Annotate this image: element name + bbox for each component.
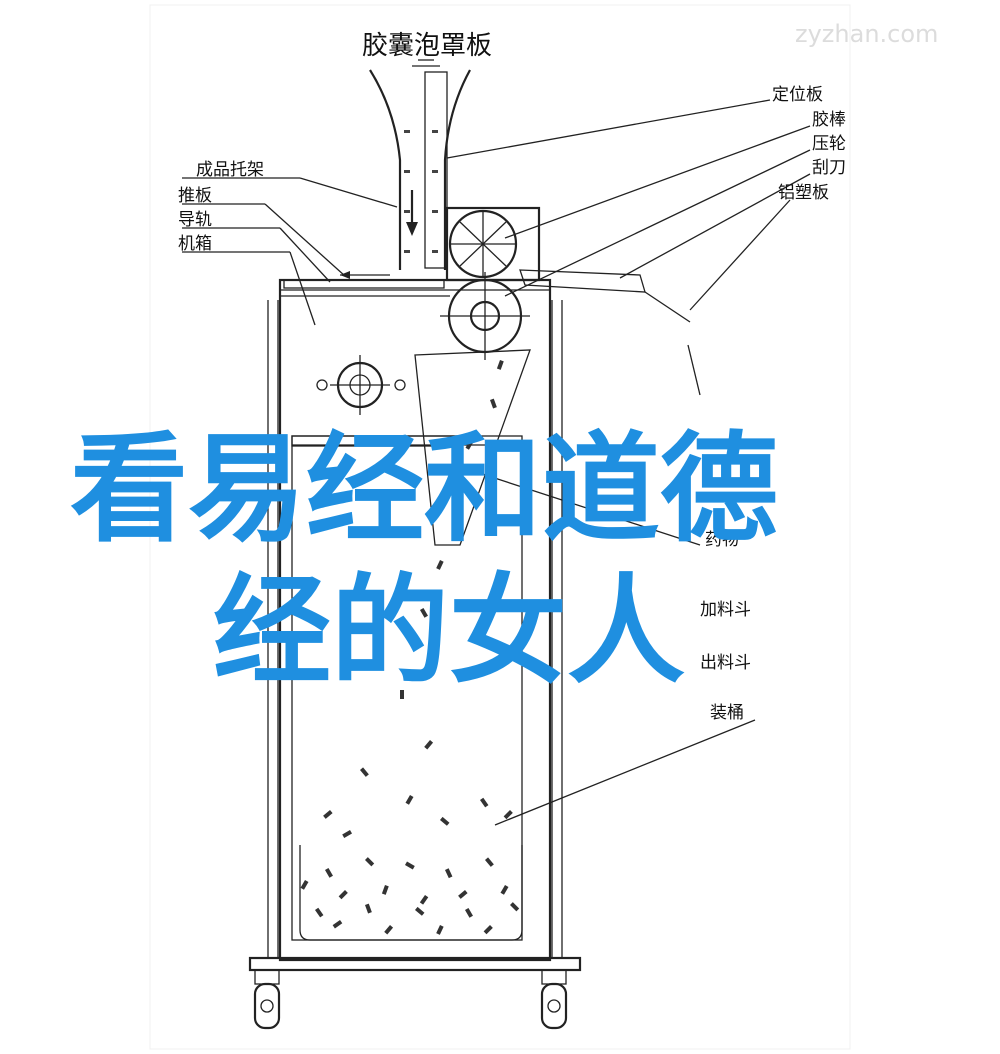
leader-lines <box>182 99 811 826</box>
falling-capsules <box>323 360 513 838</box>
label-discharge-hopper: 出料斗 <box>700 653 751 673</box>
label-medicine: 药物 <box>705 530 739 550</box>
drawing-sheet <box>149 4 851 1050</box>
label-scraper: 刮刀 <box>812 158 846 178</box>
left-caster <box>253 969 281 1030</box>
watermark: zyzhan.com <box>795 20 938 48</box>
right-caster <box>540 969 568 1030</box>
label-cabinet: 机箱 <box>178 234 212 254</box>
label-feed-hopper: 加料斗 <box>700 600 751 620</box>
label-push-plate: 推板 <box>178 186 212 206</box>
label-aluminium-plastic-sheet: 铝塑板 <box>778 183 829 203</box>
label-product-tray: 成品托架 <box>196 160 264 180</box>
diagram-title: 胶囊泡罩板 <box>362 31 492 61</box>
capsule-chute <box>369 59 471 270</box>
overlay-caption-line-1: 看易经和道德 <box>70 420 778 558</box>
overlay-caption-line-2: 经的女人 <box>213 562 685 700</box>
label-bucket: 装桶 <box>710 703 744 723</box>
label-pressure-roller: 压轮 <box>812 134 846 154</box>
label-positioning-plate: 定位板 <box>772 85 823 105</box>
capsule-pile <box>300 857 520 935</box>
label-guide-rail: 导轨 <box>178 210 212 230</box>
label-rubber-roller: 胶棒 <box>812 110 846 130</box>
machine-cabinet <box>248 271 582 972</box>
